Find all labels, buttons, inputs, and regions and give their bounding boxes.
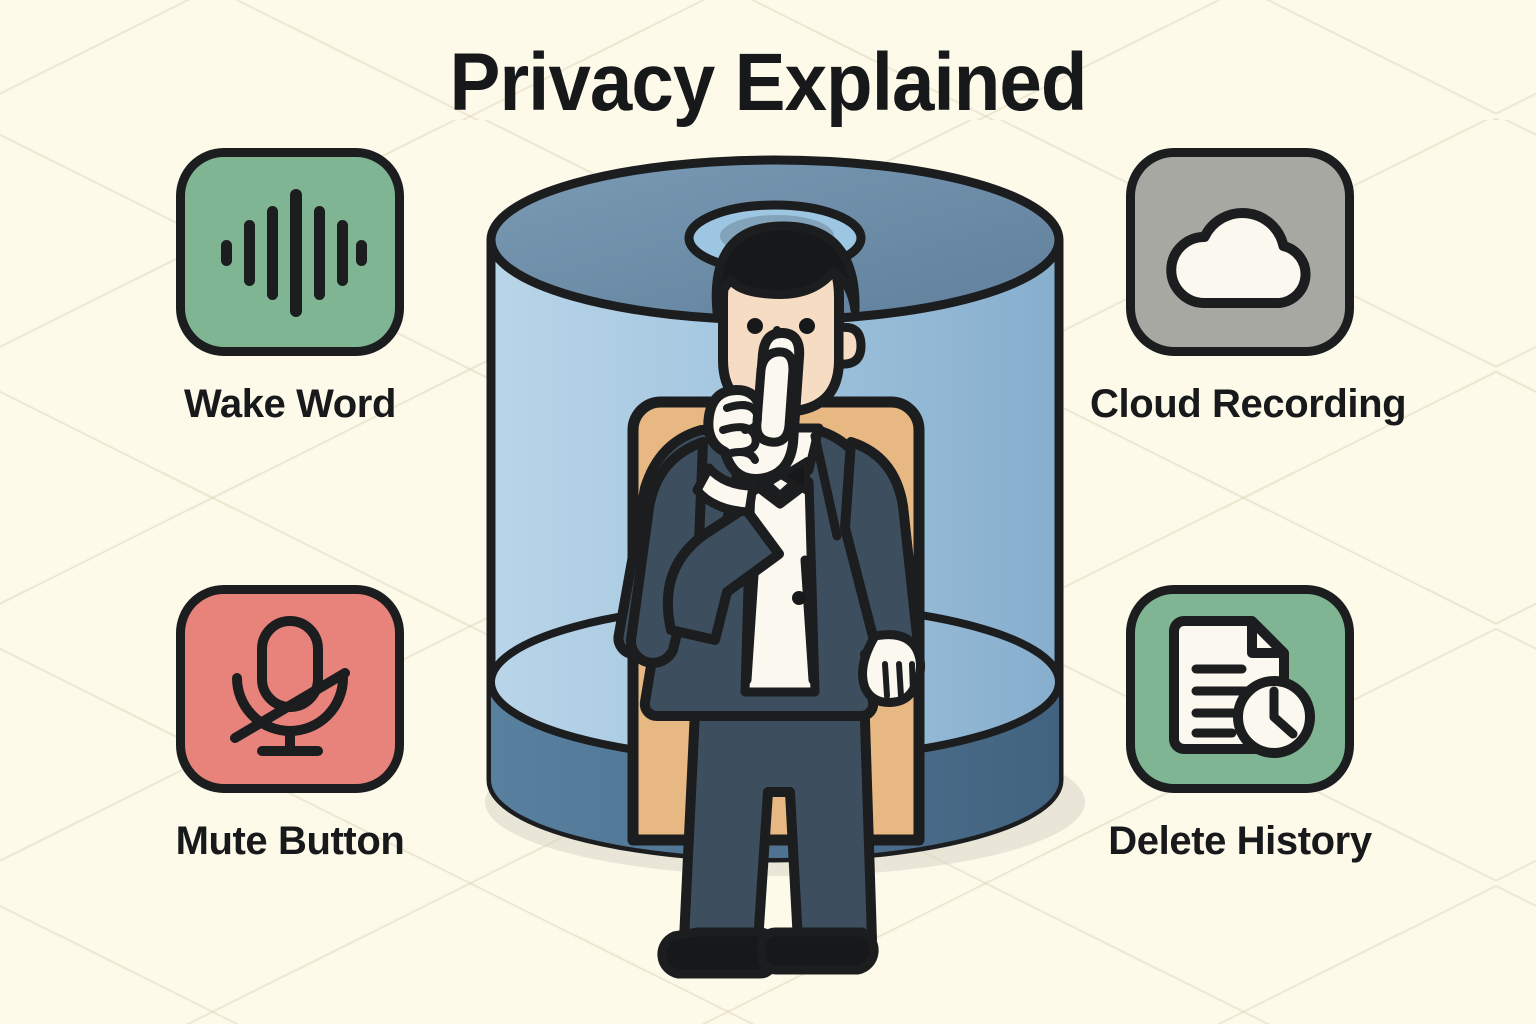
wake-word-label: Wake Word	[184, 382, 396, 426]
person-jacket-button	[792, 591, 806, 605]
wake-word-tile[interactable]	[176, 148, 404, 356]
person-index-finger	[752, 347, 798, 447]
feature-wake-word[interactable]: Wake Word	[140, 148, 440, 427]
microphone-muted-icon	[230, 616, 350, 756]
feature-cloud-recording[interactable]: Cloud Recording	[1090, 148, 1407, 427]
smart-speaker-illustration	[455, 130, 1095, 1010]
feature-mute-button[interactable]: Mute Button	[140, 585, 440, 864]
person-eye-right	[799, 318, 815, 334]
page-title: Privacy Explained	[449, 37, 1088, 128]
mute-button-tile[interactable]	[176, 585, 404, 793]
cloud-recording-label: Cloud Recording	[1090, 382, 1407, 426]
cloud-icon	[1166, 207, 1311, 308]
document-clock-icon	[1169, 616, 1315, 758]
person-shoe-right	[757, 927, 879, 975]
delete-history-label: Delete History	[1108, 819, 1372, 863]
delete-history-tile[interactable]	[1126, 585, 1354, 793]
feature-delete-history[interactable]: Delete History	[1090, 585, 1390, 864]
speaker-and-person-graphic	[485, 155, 1085, 979]
mute-button-label: Mute Button	[175, 819, 405, 863]
person-shoe-left	[657, 927, 779, 979]
waveform-icon	[221, 189, 367, 317]
person-ear	[834, 322, 866, 369]
cloud-recording-tile[interactable]	[1126, 148, 1354, 356]
person-eye-left	[747, 318, 763, 334]
